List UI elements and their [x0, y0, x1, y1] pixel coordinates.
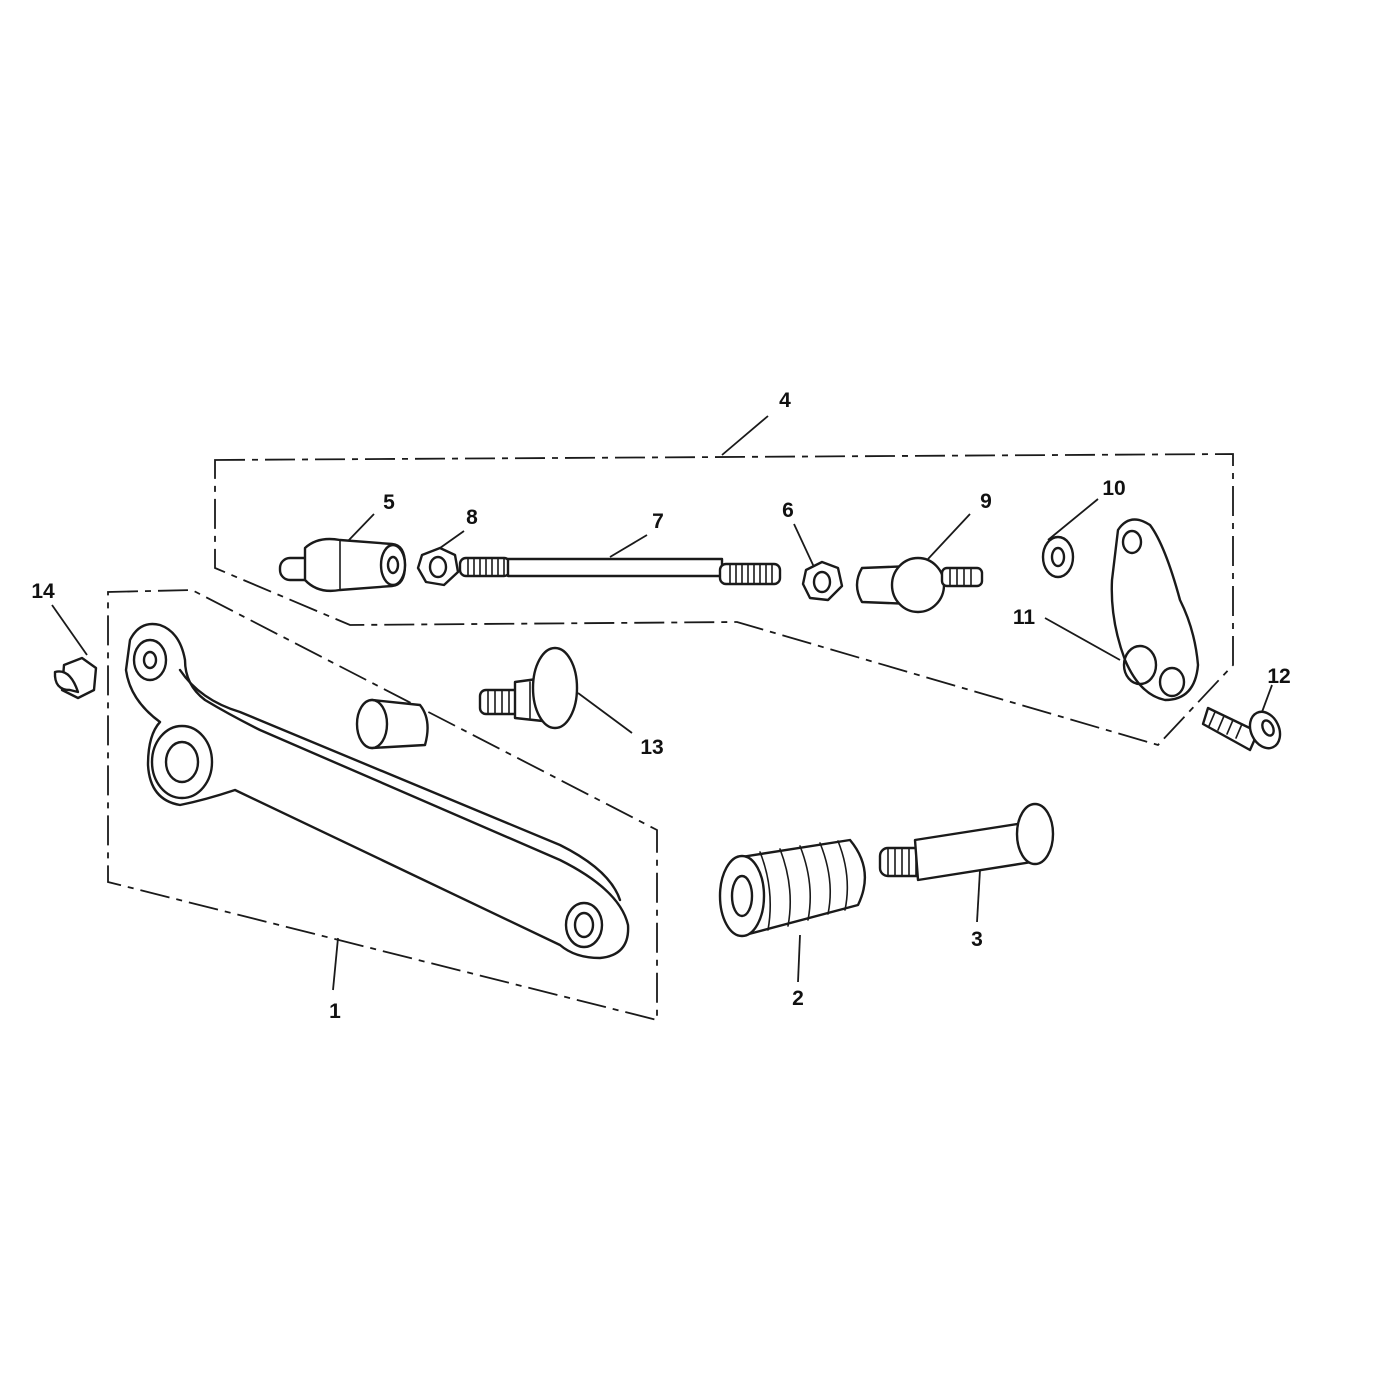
part-12-cap-screw	[1201, 706, 1282, 752]
callout-11: 11	[1013, 606, 1036, 629]
callout-9: 9	[980, 490, 992, 513]
callout-8: 8	[466, 506, 478, 529]
assembly-4-outline	[214, 453, 1234, 747]
part-6-nut	[801, 560, 844, 602]
part-1-lever	[124, 622, 630, 960]
callout-3: 3	[971, 928, 983, 951]
part-11-shift-arm	[1110, 518, 1200, 702]
leader-lines	[51, 415, 1273, 991]
part-13-pivot-bolt	[478, 646, 579, 730]
callout-labels: 1 2 3 4 5 6 7 8 9 10 11 12 13 14	[31, 389, 1290, 1023]
part-5-rod-end	[278, 537, 407, 593]
callout-14: 14	[31, 580, 55, 603]
callout-13: 13	[640, 736, 663, 759]
part-14-cap-nut	[53, 656, 98, 700]
part-3-peg-pin	[878, 802, 1055, 882]
assembly-1-outline	[107, 589, 658, 1022]
callout-7: 7	[652, 510, 664, 533]
bushing	[355, 698, 429, 750]
part-9-ball-joint	[855, 556, 984, 614]
callout-2: 2	[792, 987, 804, 1010]
callout-4: 4	[779, 389, 791, 412]
part-2-peg-rubber	[718, 838, 867, 938]
part-8-nut	[416, 546, 460, 587]
callout-6: 6	[782, 499, 794, 522]
callout-1: 1	[329, 1000, 341, 1023]
callout-10: 10	[1102, 477, 1125, 500]
part-7-threaded-rod	[458, 556, 782, 586]
callout-12: 12	[1267, 665, 1290, 688]
callout-5: 5	[383, 491, 395, 514]
part-10-washer	[1041, 535, 1075, 579]
